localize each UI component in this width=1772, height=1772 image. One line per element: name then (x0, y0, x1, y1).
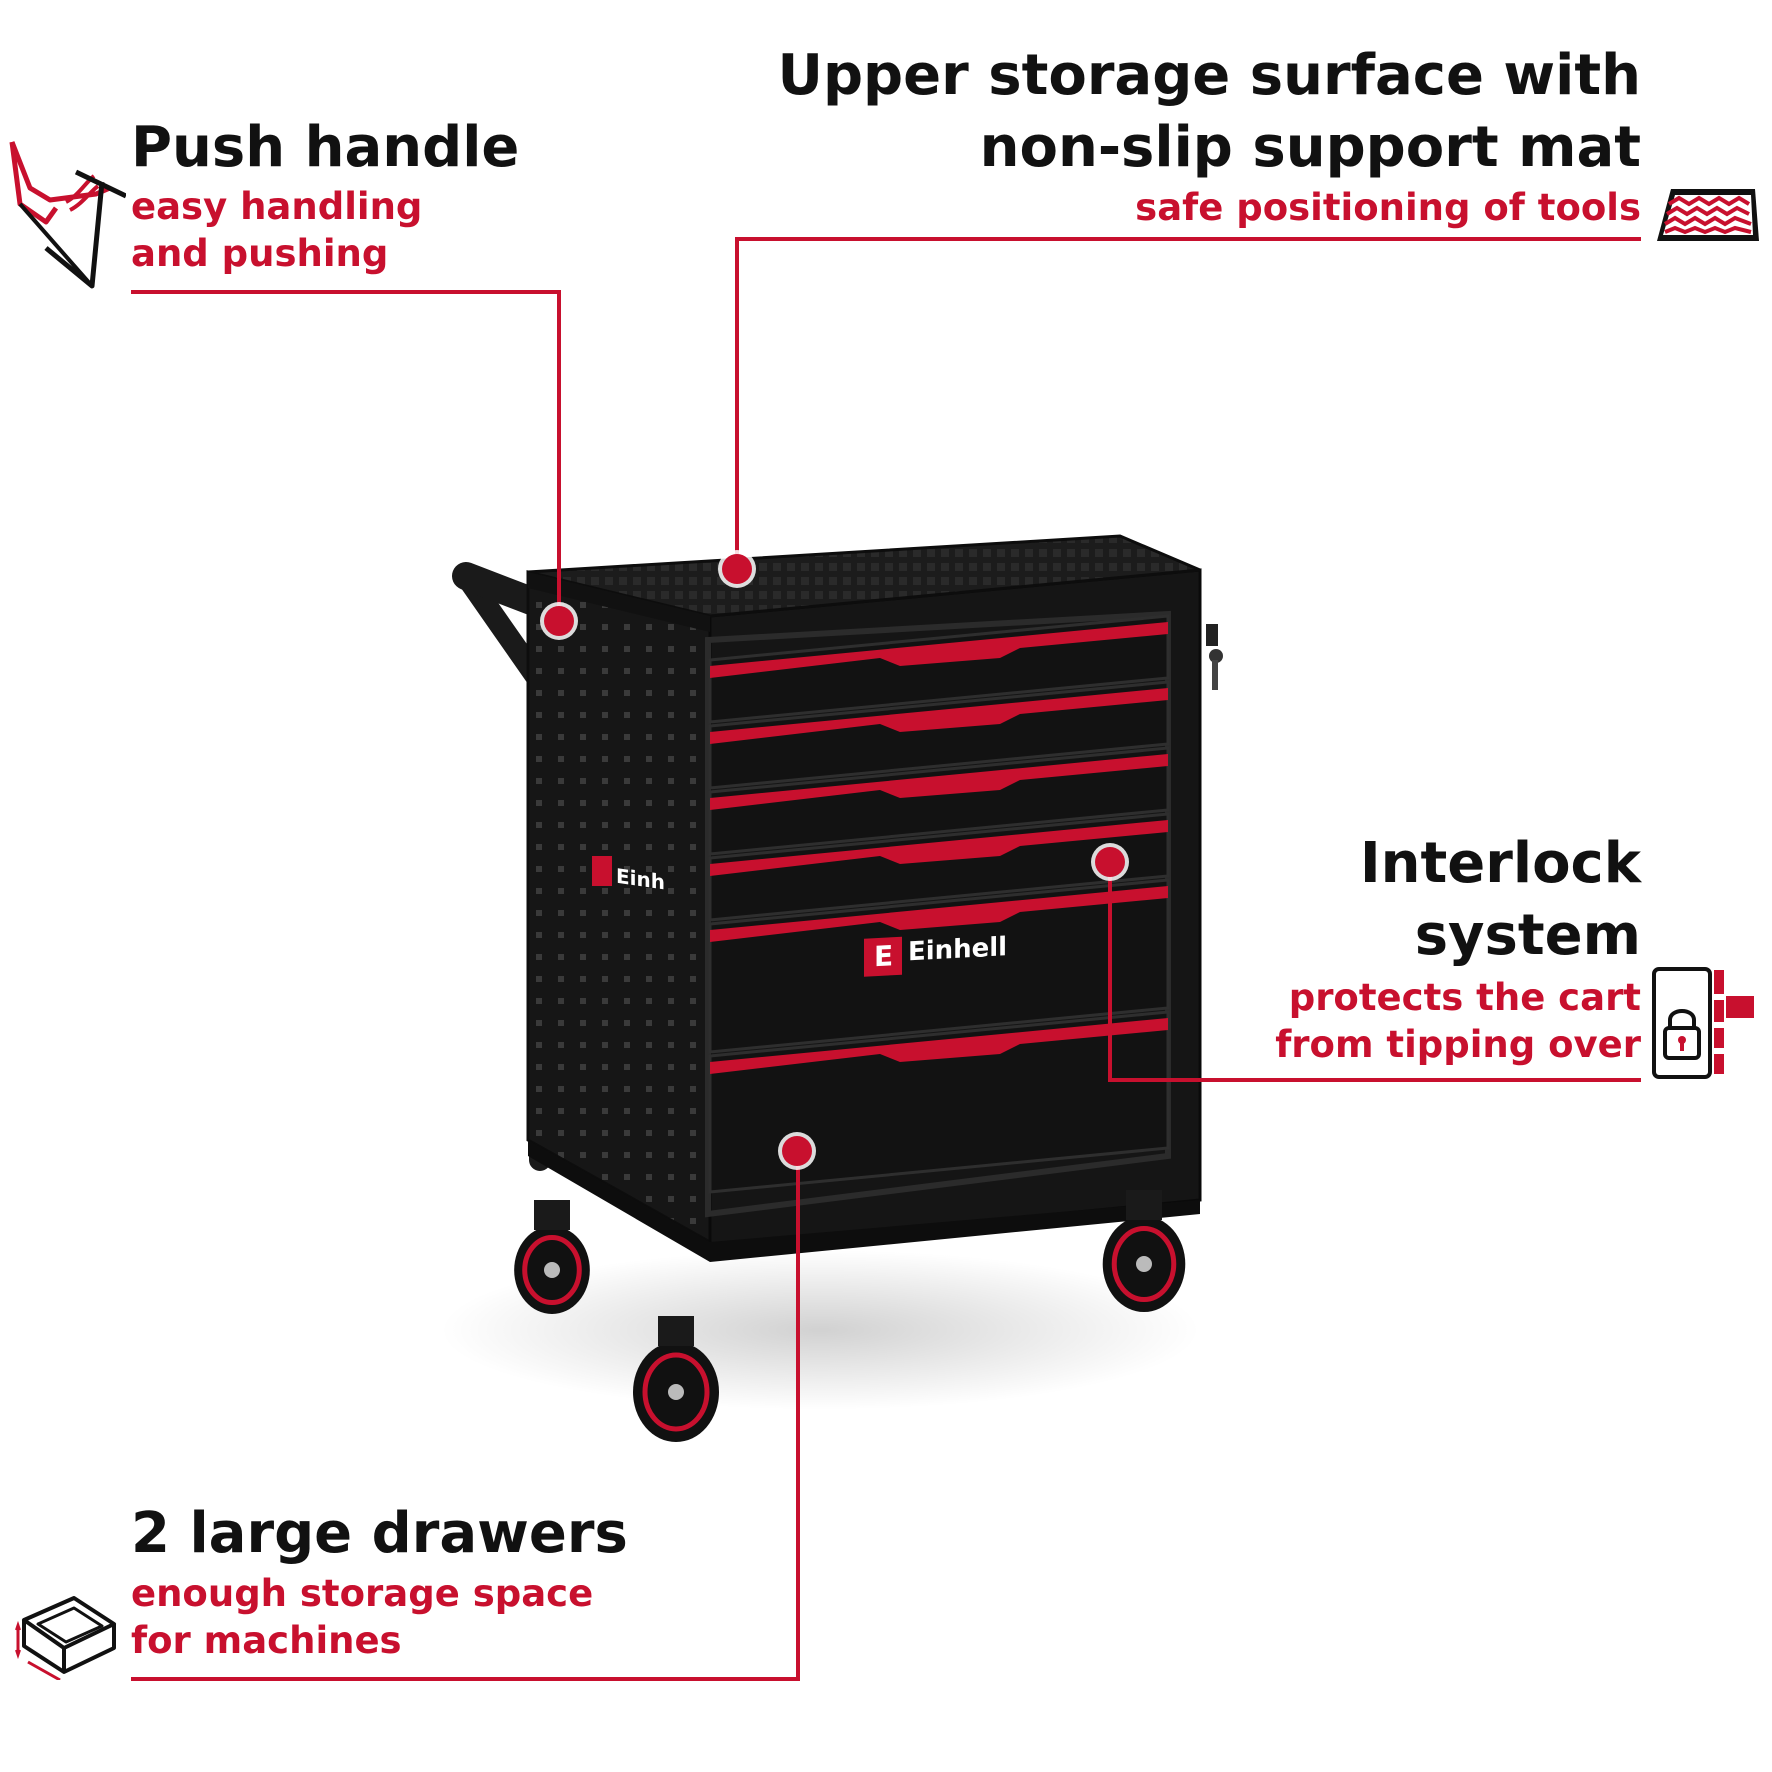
drawer (708, 680, 1170, 790)
caster-wheel (633, 1316, 719, 1442)
interlock-line2: from tipping over (1275, 1023, 1641, 1066)
drawer (708, 878, 1170, 1054)
open-box-icon (15, 1596, 116, 1680)
large-drawers-line2: for machines (131, 1619, 402, 1662)
drawer (708, 1010, 1170, 1194)
side-panel (526, 570, 712, 1245)
large-drawers-leader-v (796, 1150, 800, 1681)
drawer (708, 812, 1170, 922)
drawer-handle (710, 754, 1168, 810)
drawer-handle (710, 886, 1168, 942)
side-key-lock (1206, 624, 1223, 690)
drawer (708, 746, 1170, 856)
hand-push-icon (9, 141, 126, 289)
push-handle-leader-h (131, 290, 561, 294)
drawers-group (708, 614, 1170, 1194)
upper-storage-leader-v (735, 237, 739, 567)
upper-storage-leader-h (735, 237, 1641, 241)
push-handle-title: Push handle (131, 115, 520, 180)
interlock-line1: protects the cart (1288, 976, 1641, 1019)
front-logo: E Einhell (864, 932, 1007, 977)
base-frame (528, 1140, 1200, 1262)
upper-storage-title-line2: non-slip support mat (979, 115, 1641, 180)
caster-wheel (1102, 1190, 1186, 1312)
interlock-title-line1: Interlock (1359, 831, 1641, 896)
svg-text:E: E (874, 939, 893, 973)
lock-door-icon (1652, 967, 1754, 1079)
caster-wheel (514, 1200, 590, 1314)
drawer-handle (710, 820, 1168, 876)
large-drawers-leader-h (131, 1677, 800, 1681)
push-handle-line2: and pushing (131, 232, 389, 275)
upper-storage-dot (722, 554, 752, 584)
drawer-handle (710, 688, 1168, 744)
interlock-leader-h (1108, 1078, 1641, 1082)
large-drawers-title: 2 large drawers (131, 1501, 628, 1566)
non-slip-mat-icon (1657, 189, 1759, 241)
top-storage-mat (527, 534, 1201, 618)
push-handle-line1: easy handling (131, 185, 423, 228)
casters-group (514, 1190, 1186, 1442)
large-drawers-line1: enough storage space (131, 1572, 594, 1615)
interlock-title-line2: system (1414, 903, 1641, 968)
push-handle-leader-v (557, 290, 561, 622)
upper-storage-title-line1: Upper storage surface with (777, 43, 1642, 108)
large-drawers-dot (782, 1136, 812, 1166)
upper-storage-subtitle: safe positioning of tools (1135, 186, 1641, 229)
push-handle-dot (544, 606, 574, 636)
drawer-handle (710, 1018, 1168, 1074)
drawer (708, 614, 1170, 724)
drawer-handle (710, 622, 1168, 678)
front-logo-text: Einhell (908, 932, 1007, 967)
interlock-leader-v (1108, 862, 1112, 1082)
interlock-dot (1095, 847, 1125, 877)
